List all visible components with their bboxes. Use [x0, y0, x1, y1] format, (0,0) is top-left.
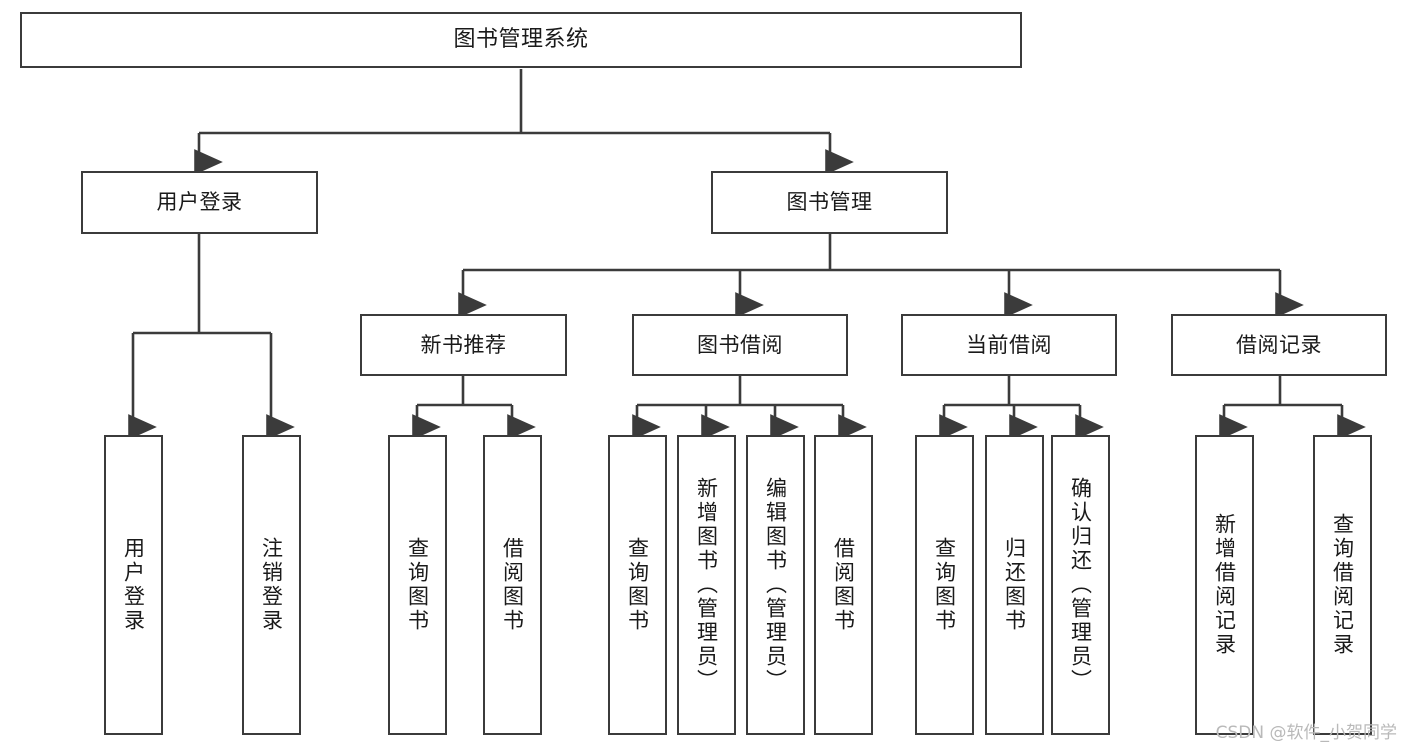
- node-current-borrow-label: 当前借阅: [966, 332, 1052, 357]
- leaf-query-book-current[interactable]: 查询图书: [915, 435, 974, 735]
- node-new-book-recommend-label: 新书推荐: [420, 332, 507, 357]
- leaf-add-book-admin-label: 新增图书（管理员）: [694, 477, 719, 693]
- leaf-add-borrow-record-label: 新增借阅记录: [1212, 513, 1237, 657]
- leaf-query-borrow-record-label: 查询借阅记录: [1330, 513, 1355, 657]
- leaf-logout-label: 注销登录: [259, 537, 284, 633]
- leaf-query-borrow-record[interactable]: 查询借阅记录: [1313, 435, 1372, 735]
- leaf-confirm-return-admin-label: 确认归还（管理员）: [1068, 477, 1093, 693]
- leaf-return-book[interactable]: 归还图书: [985, 435, 1044, 735]
- leaf-user-login[interactable]: 用户登录: [104, 435, 163, 735]
- node-root-label: 图书管理系统: [453, 27, 589, 53]
- leaf-user-login-label: 用户登录: [121, 537, 146, 633]
- leaf-borrow-book-new[interactable]: 借阅图书: [483, 435, 542, 735]
- leaf-edit-book-admin[interactable]: 编辑图书（管理员）: [746, 435, 805, 735]
- node-book-borrow[interactable]: 图书借阅: [632, 314, 848, 376]
- leaf-query-book-new-label: 查询图书: [405, 537, 430, 633]
- leaf-return-book-label: 归还图书: [1002, 537, 1027, 633]
- node-root[interactable]: 图书管理系统: [20, 12, 1022, 68]
- leaf-query-book-borrow[interactable]: 查询图书: [608, 435, 667, 735]
- leaf-logout[interactable]: 注销登录: [242, 435, 301, 735]
- node-current-borrow[interactable]: 当前借阅: [901, 314, 1117, 376]
- leaf-edit-book-admin-label: 编辑图书（管理员）: [763, 477, 788, 693]
- leaf-borrow-book-new-label: 借阅图书: [500, 537, 525, 633]
- node-user-login-label: 用户登录: [156, 190, 243, 215]
- node-book-management-label: 图书管理: [786, 190, 873, 215]
- leaf-add-book-admin[interactable]: 新增图书（管理员）: [677, 435, 736, 735]
- node-borrow-record[interactable]: 借阅记录: [1171, 314, 1387, 376]
- leaf-borrow-book-label: 借阅图书: [831, 537, 856, 633]
- node-user-login[interactable]: 用户登录: [81, 171, 318, 234]
- leaf-query-book-current-label: 查询图书: [932, 537, 957, 633]
- node-borrow-record-label: 借阅记录: [1236, 332, 1322, 357]
- csdn-watermark: CSDN @软件_小贺同学: [1215, 723, 1397, 743]
- leaf-confirm-return-admin[interactable]: 确认归还（管理员）: [1051, 435, 1110, 735]
- node-book-borrow-label: 图书借阅: [697, 332, 783, 357]
- leaf-borrow-book[interactable]: 借阅图书: [814, 435, 873, 735]
- node-new-book-recommend[interactable]: 新书推荐: [360, 314, 567, 376]
- leaf-add-borrow-record[interactable]: 新增借阅记录: [1195, 435, 1254, 735]
- leaf-query-book-new[interactable]: 查询图书: [388, 435, 447, 735]
- node-book-management[interactable]: 图书管理: [711, 171, 948, 234]
- leaf-query-book-borrow-label: 查询图书: [625, 537, 650, 633]
